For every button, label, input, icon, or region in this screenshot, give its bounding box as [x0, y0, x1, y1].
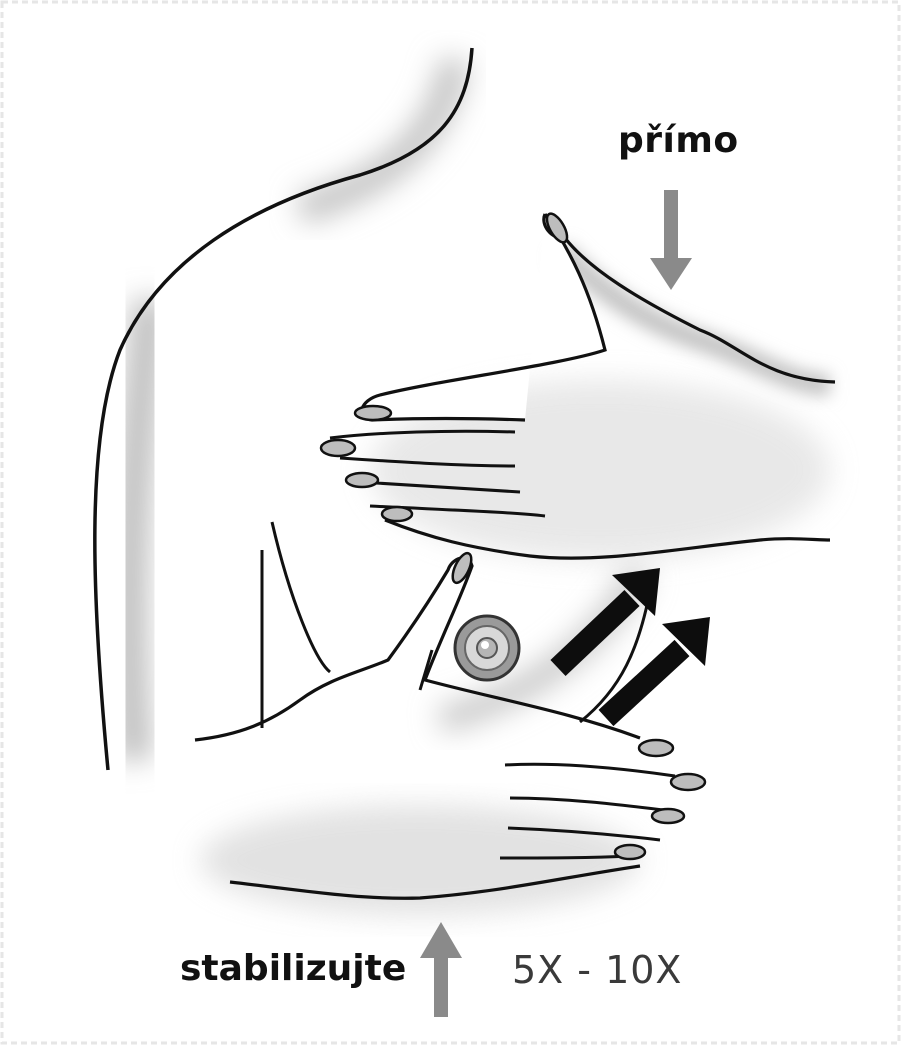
gray-up-arrow-icon	[420, 922, 462, 1017]
label-directly: přímo	[618, 120, 739, 161]
label-repetitions: 5X - 10X	[512, 948, 682, 992]
upper-hand	[321, 211, 835, 560]
gray-down-arrow-icon	[650, 190, 692, 290]
label-stabilize: stabilizujte	[180, 948, 406, 989]
black-diagonal-arrow-icon-2	[606, 617, 710, 718]
nipple-areola-icon	[455, 616, 519, 680]
